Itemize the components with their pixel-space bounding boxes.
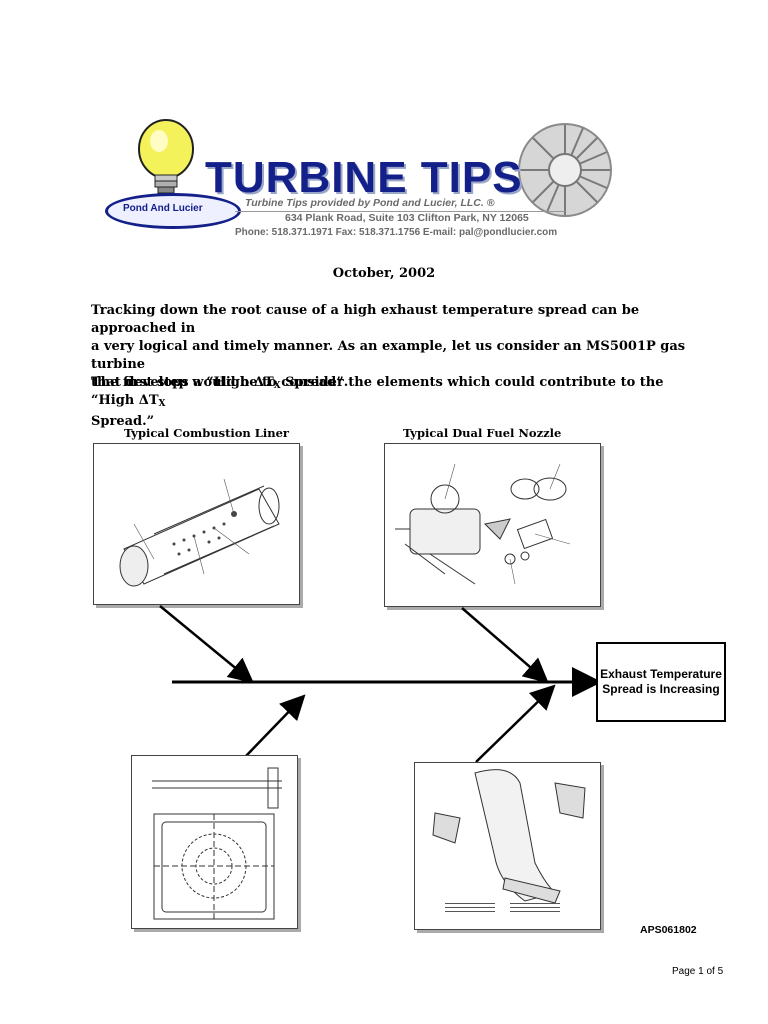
logo-oval [105,193,241,229]
paragraph-1-line-1: Tracking down the root cause of a high e… [91,303,640,336]
bone-nozzle [461,607,549,684]
paragraph-2-line-2: Spread.” [91,414,155,429]
header-rule [235,211,565,212]
turbine-fan-icon [518,123,612,217]
transition-piece-figure [414,762,601,930]
bone-casing [475,684,556,763]
paragraph-1-line-3: that develops a “High ΔTX Spread”. [91,375,349,391]
paragraph-1-line-2: a very logical and timely manner. As an … [91,339,686,372]
outcome-line-2: Spread is Increasing [602,682,720,696]
bone-liner [159,605,254,684]
caption-combustion-liner: Typical Combustion Liner [124,426,289,440]
bone-transition [245,694,306,757]
provided-by: Turbine Tips provided by Pond and Lucier… [245,197,495,209]
document-id: APS061802 [640,924,697,936]
logo-text: Pond And Lucier [123,203,203,214]
combustion-liner-drawing [119,478,280,587]
caption-fuel-nozzle: Typical Dual Fuel Nozzle [403,426,562,440]
contact-info: Phone: 518.371.1971 Fax: 518.371.1756 E-… [235,227,558,238]
address: 634 Plank Road, Suite 103 Clifton Park, … [285,212,529,224]
paragraph-2: The first step would be to consider the … [91,374,691,431]
combustion-liner-figure [93,443,300,605]
letterhead: Pond And Lucier TURBINE TIPS Turbine Tip… [95,115,615,247]
lightbulb-icon [138,119,194,194]
newsletter-title: TURBINE TIPS [205,153,523,202]
paragraph-1: Tracking down the root cause of a high e… [91,302,691,395]
fuel-nozzle-figure [384,443,601,607]
date: October, 2002 [332,266,436,281]
combustion-chamber-drawing [152,767,282,920]
outcome-line-1: Exhaust Temperature [600,667,722,681]
paragraph-2-line-1: The first step would be to consider the … [91,375,664,409]
combustion-chamber-figure [131,755,298,929]
fuel-nozzle-drawing [395,463,571,585]
page-number: Page 1 of 5 [672,966,724,977]
transition-piece-drawing [432,769,586,912]
